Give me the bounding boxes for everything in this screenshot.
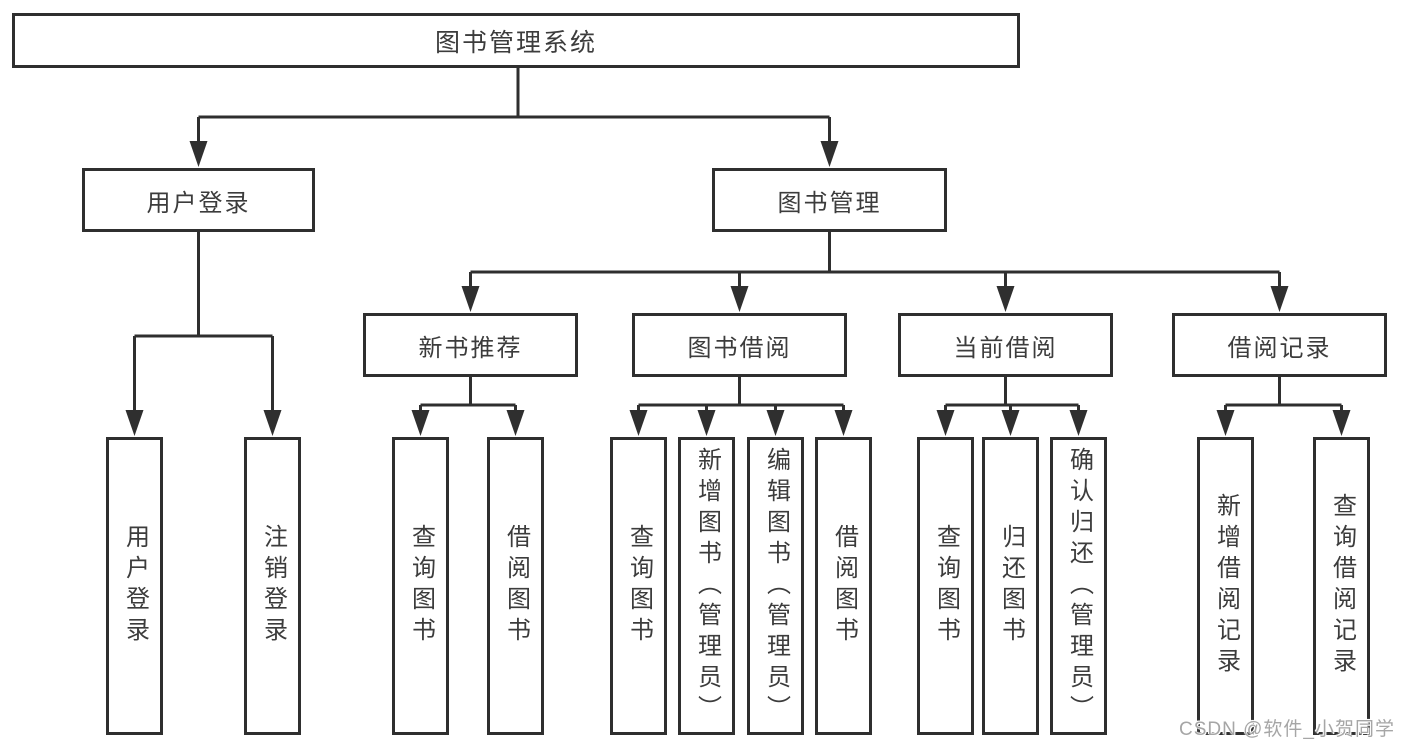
node-label: 确认归还（管理员） bbox=[1065, 446, 1093, 726]
node-label: 编辑图书（管理员） bbox=[762, 446, 790, 726]
node-label: 注销登录 bbox=[259, 524, 287, 648]
node-label: 查询借阅记录 bbox=[1328, 493, 1356, 679]
node-leaf-logout: 注销登录 bbox=[244, 437, 301, 735]
node-new-book-recommend: 新书推荐 bbox=[363, 313, 578, 377]
node-label: 新增图书（管理员） bbox=[693, 446, 721, 726]
node-label: 借阅图书 bbox=[830, 524, 858, 648]
node-label: 查询图书 bbox=[932, 524, 960, 648]
csdn-watermark: CSDN @软件_小贺同学 bbox=[1179, 719, 1395, 740]
node-leaf-borrow-books-2: 借阅图书 bbox=[815, 437, 872, 735]
node-leaf-query-books-3: 查询图书 bbox=[917, 437, 974, 735]
connector-book-borrow-to-leaves bbox=[629, 377, 853, 436]
node-leaf-borrow-books-1: 借阅图书 bbox=[487, 437, 544, 735]
node-library-management-system: 图书管理系统 bbox=[12, 13, 1020, 68]
node-borrowing-records: 借阅记录 bbox=[1172, 313, 1387, 377]
node-leaf-user-login: 用户登录 bbox=[106, 437, 163, 735]
node-leaf-query-borrow-record: 查询借阅记录 bbox=[1313, 437, 1370, 735]
node-label: 当前借阅 bbox=[953, 334, 1058, 362]
node-leaf-add-books-admin: 新增图书（管理员） bbox=[678, 437, 735, 735]
node-label: 查询图书 bbox=[625, 524, 653, 648]
connector-current-borrow-to-leaves bbox=[936, 377, 1088, 436]
node-leaf-add-borrow-record: 新增借阅记录 bbox=[1197, 437, 1254, 735]
node-leaf-return-books: 归还图书 bbox=[982, 437, 1039, 735]
node-label: 借阅记录 bbox=[1227, 334, 1332, 362]
node-leaf-confirm-return-admin: 确认归还（管理员） bbox=[1050, 437, 1107, 735]
node-label: 图书借阅 bbox=[687, 334, 792, 362]
node-label: 用户登录 bbox=[146, 189, 251, 217]
connector-borrow-records-to-leaves bbox=[1216, 377, 1351, 436]
node-user-login: 用户登录 bbox=[82, 168, 315, 232]
node-label: 新增借阅记录 bbox=[1212, 493, 1240, 679]
connector-book-mgmt-to-level3 bbox=[461, 232, 1289, 312]
node-label: 图书管理系统 bbox=[434, 28, 597, 57]
node-leaf-edit-books-admin: 编辑图书（管理员） bbox=[747, 437, 804, 735]
node-label: 新书推荐 bbox=[418, 334, 523, 362]
node-label: 借阅图书 bbox=[502, 524, 530, 648]
node-label: 查询图书 bbox=[407, 524, 435, 648]
node-book-borrowing: 图书借阅 bbox=[632, 313, 847, 377]
connector-user-login-to-leaves bbox=[125, 232, 282, 436]
node-label: 图书管理 bbox=[777, 189, 882, 217]
node-leaf-query-books-2: 查询图书 bbox=[610, 437, 667, 735]
node-label: 归还图书 bbox=[997, 524, 1025, 648]
connector-root-to-level2 bbox=[189, 68, 839, 167]
node-label: 用户登录 bbox=[121, 524, 149, 648]
node-leaf-query-books-1: 查询图书 bbox=[392, 437, 449, 735]
node-book-management: 图书管理 bbox=[712, 168, 947, 232]
connector-new-books-to-leaves bbox=[411, 377, 525, 436]
node-current-borrowing: 当前借阅 bbox=[898, 313, 1113, 377]
